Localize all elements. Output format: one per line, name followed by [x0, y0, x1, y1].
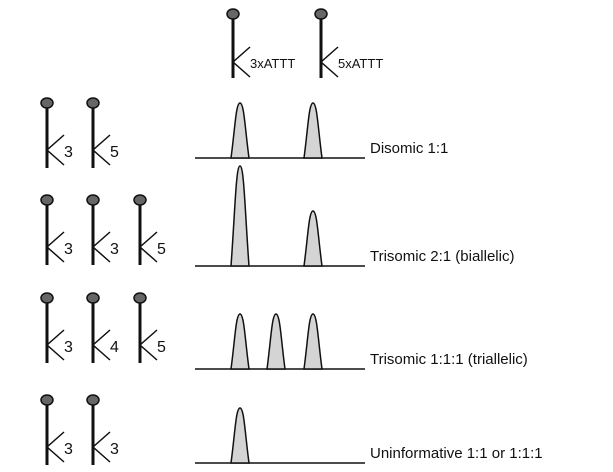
repeat-count-label: 3 [64, 441, 73, 458]
chromosome: 5 [86, 97, 119, 168]
chromosome: 3 [40, 194, 73, 265]
chromosome: 3 [40, 292, 73, 363]
allele-peak [303, 102, 323, 159]
genotype-row: 3 5 Disomic 1:1 [40, 97, 448, 168]
legend-chromosome-5xattt: 5xATTT [314, 8, 383, 78]
repeat-count-label: 4 [110, 339, 119, 356]
chromosome: 5 [133, 292, 166, 363]
repeat-count-label: 3 [64, 339, 73, 356]
genotype-label: Uninformative 1:1 or 1:1:1 [370, 445, 543, 462]
allele-peak [266, 313, 286, 370]
chromosome: 3 [40, 97, 73, 168]
legend-chromosome-3xattt: 3xATTT [226, 8, 295, 78]
legend-label-5xattt: 5xATTT [338, 56, 383, 71]
allele-peak [303, 313, 323, 370]
genotype-row: 3 3 5 Trisomic 2:1 (biallelic) [40, 165, 514, 267]
legend-label-3xattt: 3xATTT [250, 56, 295, 71]
repeat-count-label: 5 [157, 241, 166, 258]
genotype-row: 3 3 Uninformative 1:1 or 1:1:1 [40, 394, 543, 465]
genotype-label: Trisomic 2:1 (biallelic) [370, 248, 514, 265]
allele-peak [230, 102, 250, 159]
repeat-count-label: 3 [64, 241, 73, 258]
chromosome: 3 [86, 394, 119, 465]
allele-peak [303, 210, 323, 267]
allele-peak [230, 407, 250, 464]
repeat-count-label: 3 [110, 441, 119, 458]
chromosome: 3 [40, 394, 73, 465]
repeat-count-label: 5 [110, 144, 119, 161]
repeat-count-label: 3 [64, 144, 73, 161]
allele-peak [230, 165, 250, 267]
allele-legend: 3xATTT 5xATTT [226, 8, 383, 78]
genotype-label: Disomic 1:1 [370, 140, 448, 157]
repeat-count-label: 5 [157, 339, 166, 356]
allele-peak [230, 313, 250, 370]
chromosome: 3 [86, 194, 119, 265]
genotype-label: Trisomic 1:1:1 (triallelic) [370, 351, 528, 368]
repeat-count-label: 3 [110, 241, 119, 258]
chromosome: 4 [86, 292, 119, 363]
chromosome: 5 [133, 194, 166, 265]
